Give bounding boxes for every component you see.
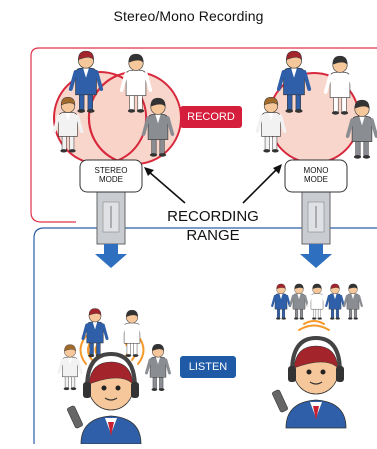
recording-range-line-2: RANGE [186, 227, 240, 244]
stereo-recorder [96, 187, 126, 245]
person-blue-suit-listen [81, 308, 109, 358]
listener-stereo [67, 351, 142, 445]
person-woman-listen [57, 344, 83, 391]
listener-mono [272, 335, 347, 429]
person-white-shirt-mono [323, 55, 357, 115]
mono-recorder [301, 187, 331, 245]
record-section-frame [30, 47, 377, 223]
recording-range-line-1: RECORDING [167, 208, 259, 225]
listen-badge: LISTEN [180, 356, 236, 378]
listen-section-frame [33, 227, 377, 444]
person-white-shirt-listen [119, 309, 145, 357]
mono-mode-callout [284, 159, 348, 193]
mono-mode-label: MONO MODE [285, 166, 347, 184]
person-blue-suit-mono [276, 50, 312, 113]
stereo-mode-callout [79, 159, 143, 193]
person-woman-left-mono [255, 97, 287, 153]
stereo-down-arrow [95, 244, 127, 268]
stereo-mode-label: STEREO MODE [80, 166, 142, 184]
person-white-shirt [119, 53, 153, 113]
mono-down-arrow [300, 244, 332, 268]
person-small-audience-5 [343, 283, 363, 320]
stereo-mode-line-2: MODE [99, 175, 123, 184]
recording-range-label: RECORDING RANGE [140, 207, 286, 245]
person-grey-suit-mono [345, 99, 377, 159]
record-badge: RECORD [180, 106, 242, 128]
person-grey-suit-listen [145, 343, 171, 391]
mono-mode-line-1: MONO [303, 166, 329, 175]
person-small-audience-1 [271, 283, 291, 320]
people-group [52, 50, 377, 445]
diagram-title: Stereo/Mono Recording [113, 8, 264, 24]
person-small-audience-4 [325, 283, 345, 320]
mono-sound-waves [298, 320, 330, 331]
person-small-audience-3 [307, 283, 327, 320]
person-small-audience-2 [289, 283, 309, 320]
range-pointer-arrows [144, 164, 282, 204]
person-grey-suit [141, 97, 175, 157]
person-blue-suit [68, 50, 104, 113]
mono-mode-line-2: MODE [304, 175, 328, 184]
person-woman-left [52, 97, 84, 153]
stereo-mode-line-1: STEREO [94, 166, 128, 175]
